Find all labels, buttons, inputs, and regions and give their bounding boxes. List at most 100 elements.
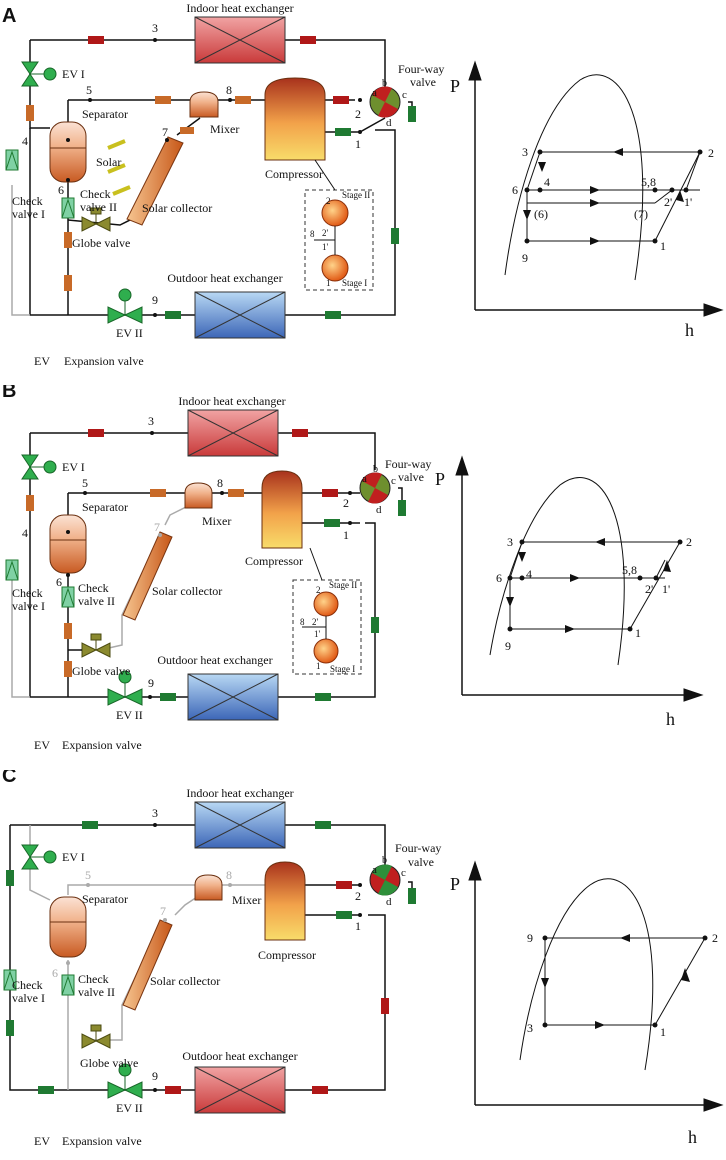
four-way-label-1: Four-way (398, 62, 444, 76)
check-valve-ii-label-2: valve II (78, 985, 115, 999)
ph-arrows (541, 934, 690, 1029)
panel-tag: B (2, 385, 16, 402)
ph-point-58: 5,8 (641, 175, 656, 189)
node-6: 6 (58, 183, 64, 197)
ph-axis-p: P (450, 76, 460, 96)
flow-arrow (336, 881, 352, 889)
check-valve-i-label-1: Check (12, 586, 43, 600)
outdoor-heat-exchanger (187, 673, 279, 721)
ph-point-9: 9 (522, 251, 528, 265)
node-6: 6 (56, 575, 62, 589)
valve-port-c: c (401, 867, 406, 879)
ph-arrows (523, 148, 684, 245)
four-way-valve (369, 864, 401, 896)
flow-arrow (408, 888, 416, 904)
ev2-label: EV II (116, 1101, 143, 1115)
ph-point-1: 1 (635, 626, 641, 640)
stage-i-label: Stage I (330, 664, 355, 674)
ev2-valve (107, 1063, 143, 1099)
flow-arrow (160, 693, 176, 701)
ph-point-2: 2 (708, 146, 714, 160)
ph-axis-h: h (685, 320, 694, 340)
ph-point-6: 6 (512, 183, 518, 197)
separator-tank (49, 896, 87, 958)
ph-diagram (468, 860, 724, 1112)
flow-arrow (325, 311, 341, 319)
ph-point-2: 2 (686, 535, 692, 549)
valve-port-b: b (382, 78, 387, 89)
node-3: 3 (148, 414, 154, 428)
flow-arrow (38, 1086, 54, 1094)
compressor-label: Compressor (245, 554, 303, 568)
ev2-label: EV II (116, 326, 143, 340)
flow-arrow (235, 96, 251, 104)
stage-node-1: 1 (316, 661, 321, 671)
valve-port-a: a (362, 473, 367, 485)
solar-collector (107, 136, 184, 226)
ph-point-4: 4 (526, 567, 532, 581)
node-9: 9 (148, 676, 154, 690)
outdoor-hx-label: Outdoor heat exchanger (182, 1049, 297, 1063)
ph-dots (507, 539, 683, 632)
ph-point-6b: (6) (534, 207, 548, 221)
compressor (264, 861, 306, 941)
mixer (194, 874, 223, 901)
node-dots (66, 38, 362, 317)
flow-arrow (336, 911, 352, 919)
flow-arrow (88, 36, 104, 44)
valve-port-a: a (372, 864, 377, 876)
stage-node-8: 8 (310, 229, 315, 239)
flow-arrow (322, 489, 338, 497)
ph-point-7: (7) (634, 207, 648, 221)
node-1: 1 (343, 528, 349, 542)
ph-dots (524, 149, 703, 244)
node-dots (153, 823, 362, 1092)
stage-node-1p: 1' (314, 629, 321, 639)
panel-c: C Indoor heat exchanger Outdoor heat exc… (2, 770, 724, 1148)
node-5: 5 (86, 83, 92, 97)
node-2: 2 (343, 496, 349, 510)
check-valve-i (5, 149, 19, 171)
compressor-label: Compressor (258, 948, 316, 962)
outdoor-heat-exchanger (194, 1066, 286, 1114)
flow-arrow (398, 500, 406, 516)
globe-valve-label: Globe valve (80, 1056, 138, 1070)
ev1-valve (21, 61, 57, 87)
stage-node-1: 1 (326, 278, 331, 288)
stage-node-2: 2 (316, 585, 321, 595)
solar-collector-label: Solar collector (152, 584, 222, 598)
outdoor-hx-label: Outdoor heat exchanger (167, 271, 282, 285)
node-8: 8 (217, 476, 223, 490)
check-valve-i-label-1: Check (12, 978, 43, 992)
compressor-stages (304, 159, 374, 291)
separator-label: Separator (82, 892, 128, 906)
ev1-valve (21, 844, 57, 870)
stage-node-1p: 1' (322, 242, 329, 252)
solar-collector (122, 919, 173, 1011)
valve-port-c: c (391, 475, 396, 487)
node-dots (66, 431, 352, 699)
check-valve-ii-label-1: Check (78, 581, 109, 595)
ph-point-2: 2 (712, 931, 718, 945)
flow-arrow (381, 998, 389, 1014)
node-9: 9 (152, 1069, 158, 1083)
valve-port-b: b (382, 855, 387, 866)
flow-arrow (324, 519, 340, 527)
separator-label: Separator (82, 107, 128, 121)
check-valve-i-label-2: valve I (12, 599, 45, 613)
check-valve-i (3, 969, 17, 991)
stage-i-label: Stage I (342, 278, 367, 288)
flow-arrow (312, 1086, 328, 1094)
inactive-dots (158, 533, 162, 537)
outdoor-hx-label: Outdoor heat exchanger (157, 653, 272, 667)
node-1: 1 (355, 919, 361, 933)
ph-axis-p: P (450, 874, 460, 894)
inactive-mixer-link (164, 504, 191, 526)
ph-point-9: 9 (505, 639, 511, 653)
ph-point-1p: 1' (684, 195, 692, 209)
mixer (189, 91, 219, 118)
flow-arrow (64, 623, 72, 639)
flow-arrow (165, 1086, 181, 1094)
flow-arrow (26, 105, 34, 121)
ph-point-6: 6 (496, 571, 502, 585)
